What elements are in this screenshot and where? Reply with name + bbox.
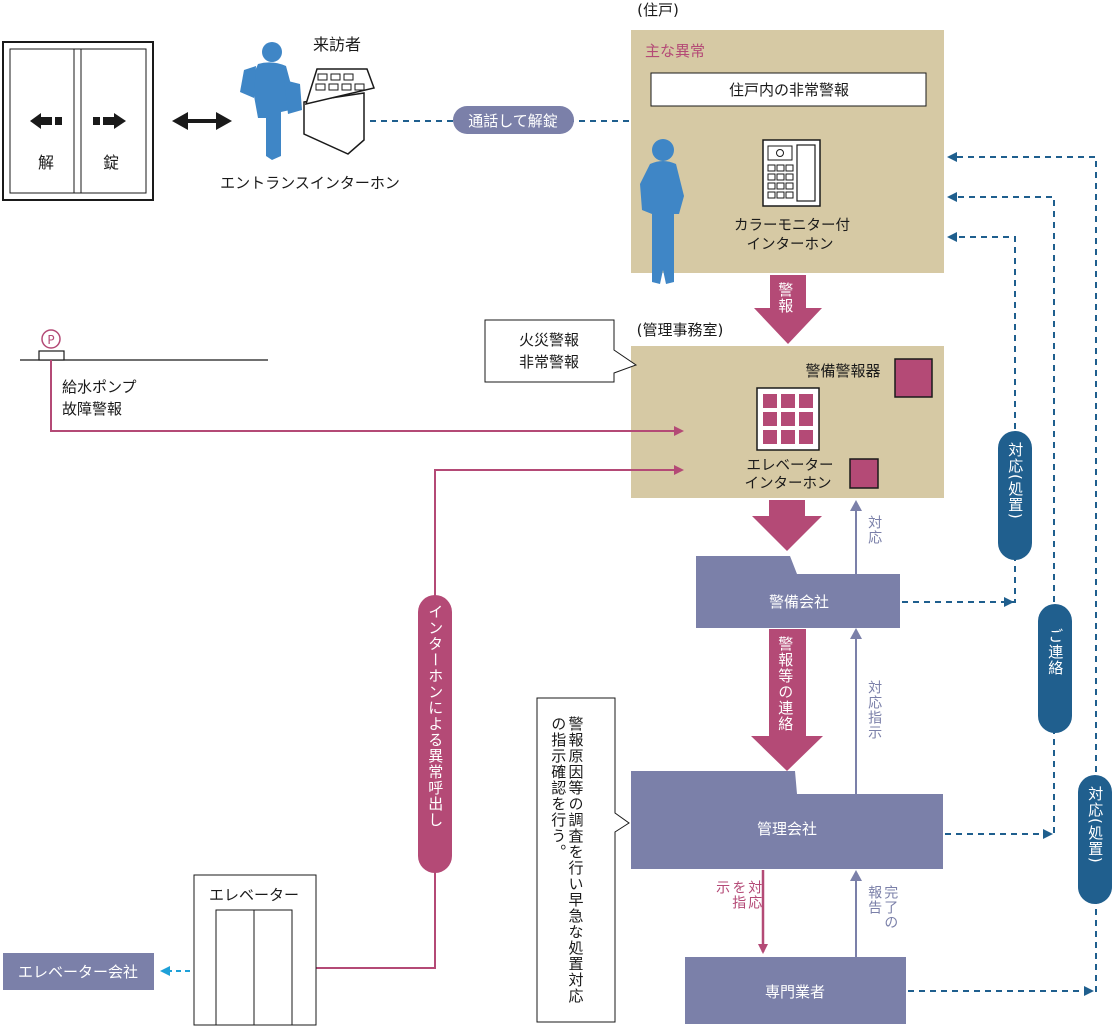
entrance-intercom-label: エントランスインターホン (220, 174, 400, 192)
office-to-security-arrow (752, 500, 822, 551)
security-alarm-device-icon (894, 358, 933, 398)
elevator-company-box (3, 953, 154, 990)
alarm-box (650, 72, 927, 107)
elevator-call-pill (418, 595, 452, 873)
security-handling-arrowhead (1004, 597, 1014, 607)
specialist-handling-loop (908, 152, 1097, 992)
unlock-arrow-icon (30, 113, 62, 129)
monitor-label-line2: インターホン (747, 236, 834, 253)
elevator-intercom-label-line2: インターホン (745, 475, 832, 492)
monitor-label-line1: カラーモニター付 (734, 217, 850, 234)
security-company-label: 警備会社 (769, 593, 829, 611)
management-company-box (631, 771, 943, 869)
handling-pill-2 (1078, 775, 1112, 904)
call-unlock-label: 通話して解錠 (468, 112, 558, 130)
investigation-callout-text: 警報原因等の調査を行い早急な処置対応の指示確認を行う。 (549, 716, 585, 1004)
entrance-intercom-icon (303, 68, 375, 155)
security-handling-loop (902, 232, 1016, 603)
fire-emergency-callout (484, 319, 638, 383)
security-company-box (696, 556, 900, 628)
elevator-call-label: インターホンによる異常呼出し (426, 604, 445, 828)
investigation-callout (536, 697, 630, 1023)
completion-report-label: 完了の報告 (866, 885, 899, 930)
resident-person-icon (640, 139, 684, 284)
management-company-label: 管理会社 (757, 820, 817, 838)
security-alarm-label: 警備警報器 (805, 362, 880, 380)
visitor-person-icon (240, 42, 302, 160)
security-response-label: 対応 (866, 515, 883, 545)
alarm-box-text: 住戸内の非常警報 (729, 81, 849, 99)
alarm-panel-icon (756, 387, 820, 451)
alarm-contact-label: 警報等の連絡 (776, 636, 795, 732)
elevator-label: エレベーター (209, 886, 299, 904)
mgmt-office-header: (管理事務室) (637, 321, 724, 339)
pump-label-line2: 故障警報 (62, 400, 122, 418)
main-anomaly-label: 主な異常 (645, 42, 705, 60)
pump-symbol: P (47, 333, 54, 347)
double-arrow-icon (172, 112, 232, 130)
elevator-company-label: エレベーター会社 (18, 963, 138, 981)
pump-icon (41, 329, 61, 349)
lock-arrow-icon (93, 113, 126, 129)
response-instruction-label: 対応指示 (866, 680, 883, 740)
contact-pill-label: ご連絡 (1046, 628, 1065, 676)
elevator-intercom-label-line1: エレベーター (747, 457, 834, 474)
call-unlock-pill (453, 106, 574, 134)
specialist-label: 専門業者 (765, 983, 825, 1001)
specialist-box (685, 957, 906, 1024)
management-contact-arrowhead (1043, 829, 1053, 839)
lock-label: 錠 (103, 153, 119, 172)
alarm-down-arrow (754, 275, 822, 344)
visitor-label: 来訪者 (313, 35, 361, 54)
pump-base (38, 350, 65, 361)
color-monitor-intercom-icon (762, 139, 821, 207)
unlock-label: 解 (38, 153, 54, 172)
pump-label-line1: 給水ポンプ (62, 378, 137, 396)
contact-pill (1038, 604, 1072, 733)
entrance-door (2, 41, 154, 201)
dwelling-header: (住戸) (637, 1, 679, 19)
alarm-down-label: 警報 (776, 282, 795, 314)
handling-pill-2-label: 対応(処置) (1086, 786, 1105, 864)
elevator-call-line (316, 465, 684, 969)
elevator-intercom-device-icon (849, 458, 879, 489)
instruct-label: 対応を指示 (714, 880, 763, 910)
specialist-handling-arrowhead (1084, 986, 1094, 996)
callout-emergency-alarm: 非常警報 (519, 353, 579, 371)
pump-alarm-line (50, 360, 684, 436)
callout-fire-alarm: 火災警報 (519, 331, 579, 349)
handling-pill-1-label: 対応(処置) (1006, 442, 1025, 520)
handling-pill-1 (998, 431, 1032, 560)
alarm-contact-arrow (751, 629, 823, 771)
